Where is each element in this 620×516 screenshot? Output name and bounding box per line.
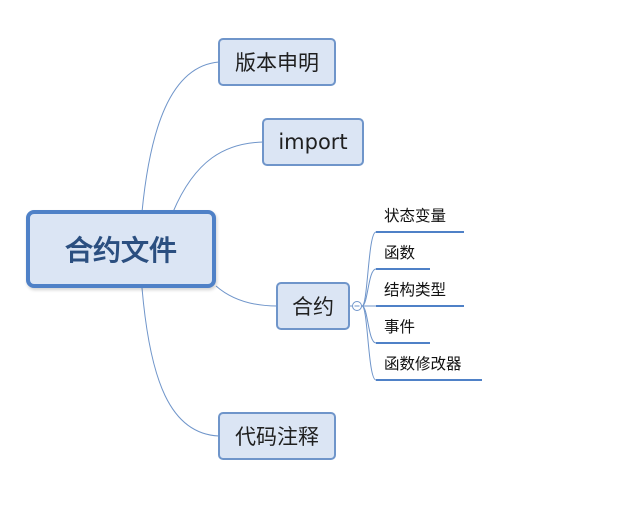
connector-root-comment	[141, 287, 220, 437]
leaf-node-function-modifiers[interactable]: 函数修改器	[384, 355, 462, 373]
leaf-node-struct-types[interactable]: 结构类型	[384, 281, 447, 299]
branch-node-contract-label: 合约	[292, 295, 334, 319]
leaf-node-events[interactable]: 事件	[384, 318, 416, 336]
branch-node-version[interactable]: 版本申明	[218, 38, 336, 86]
branch-node-comment[interactable]: 代码注释	[218, 412, 336, 460]
branch-node-import[interactable]: import	[262, 118, 364, 166]
leaf-node-functions[interactable]: 函数	[384, 244, 416, 262]
connector-root-version	[141, 61, 220, 213]
root-node[interactable]: 合约文件	[26, 210, 216, 288]
connector-leaf-1	[361, 268, 430, 307]
branch-node-contract[interactable]: 合约	[276, 282, 350, 330]
connector-leaf-4	[361, 305, 482, 381]
connector-root-import	[172, 141, 264, 213]
branch-node-import-label: import	[278, 130, 348, 154]
leaf-node-state-variables[interactable]: 状态变量	[384, 207, 447, 225]
root-node-label: 合约文件	[64, 234, 177, 267]
connector-root-contract	[215, 285, 278, 307]
connector-leaf-0	[361, 231, 464, 307]
branch-node-comment-label: 代码注释	[235, 425, 319, 449]
branch-node-version-label: 版本申明	[235, 51, 319, 75]
